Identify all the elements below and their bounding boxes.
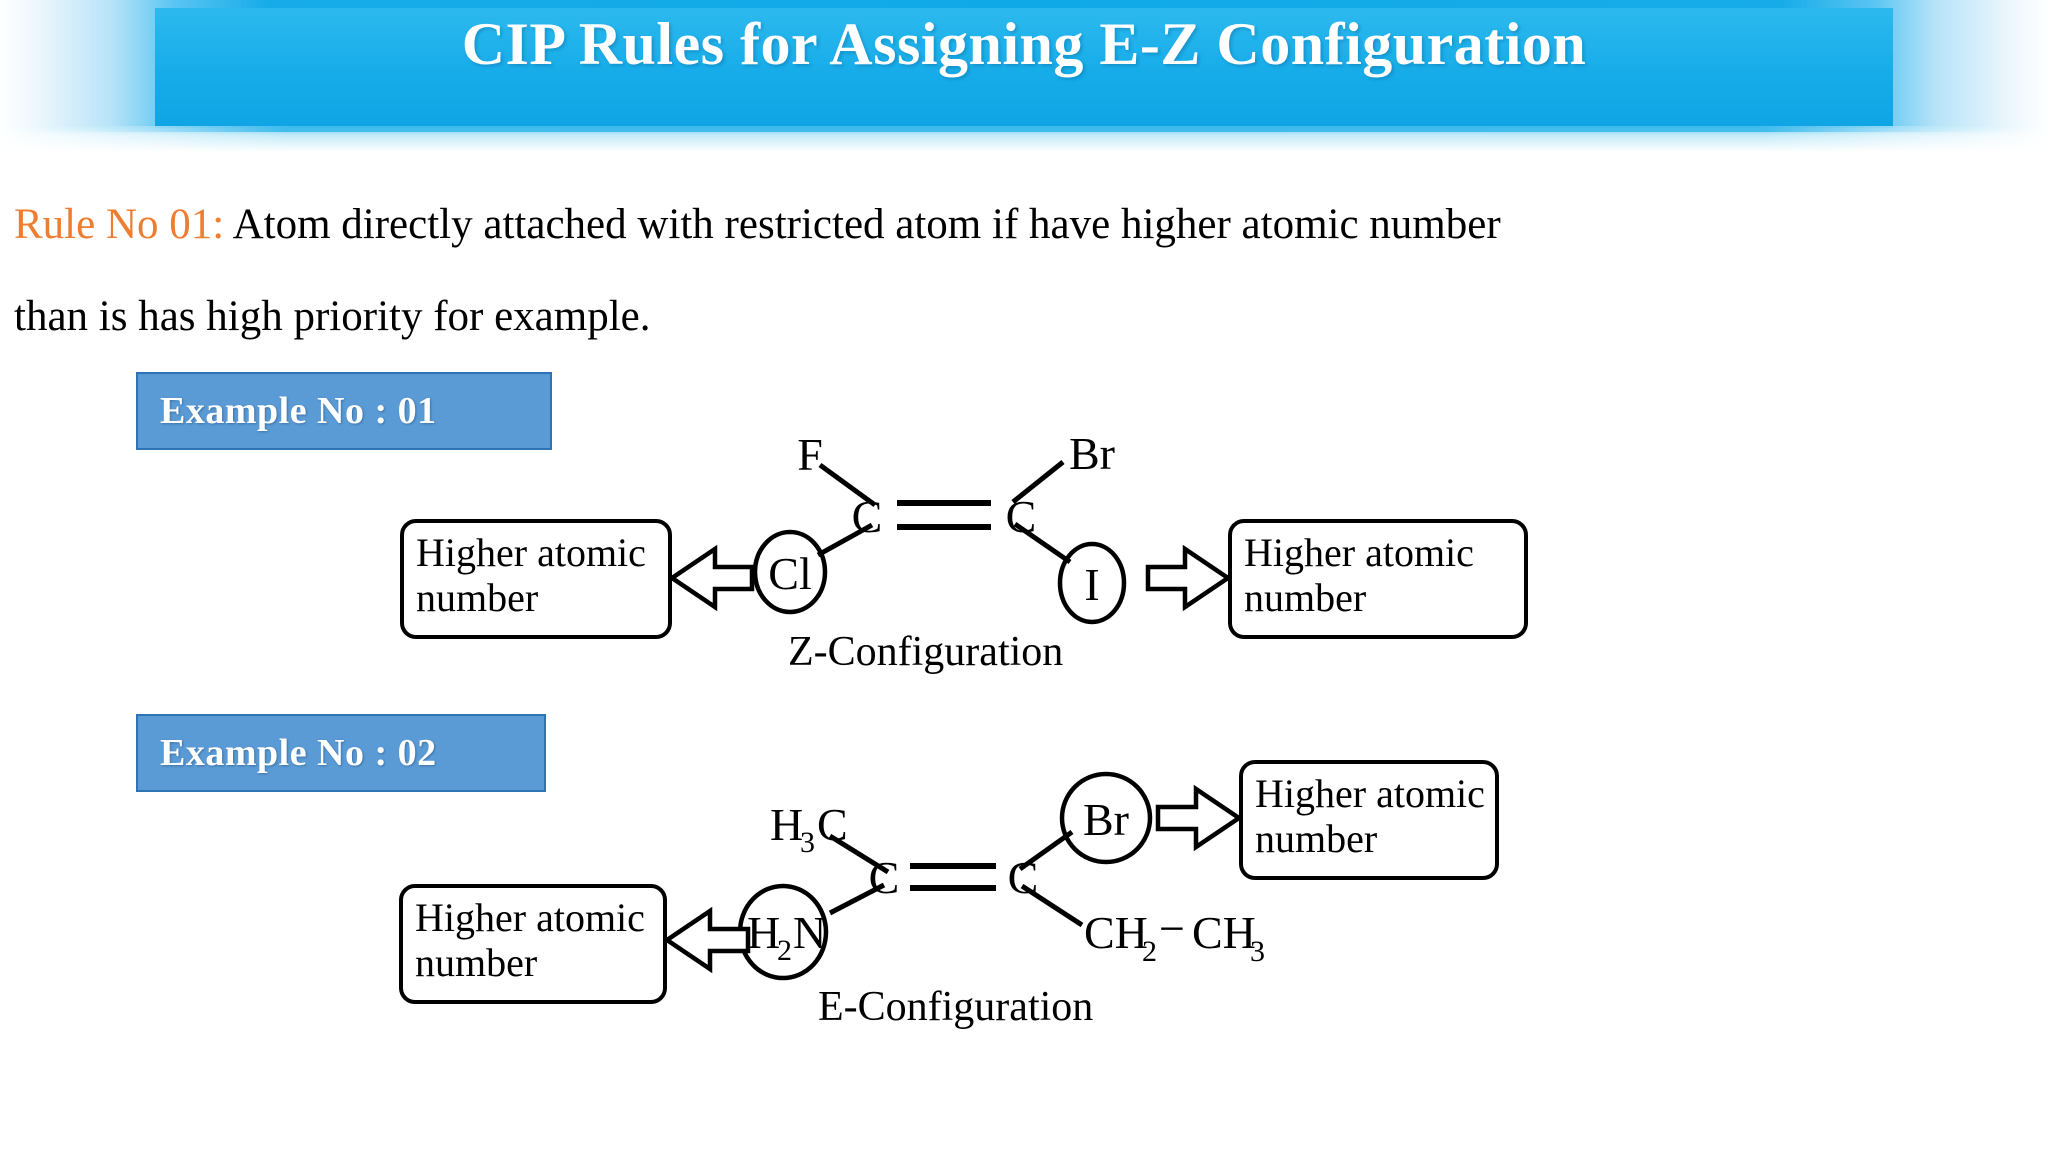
ring-around-bromine-2 bbox=[1059, 771, 1153, 865]
ethyl-ch3: CH bbox=[1192, 907, 1256, 958]
amino-n: N bbox=[793, 907, 826, 958]
amino-h: H bbox=[747, 907, 780, 958]
methyl-c: C bbox=[817, 799, 848, 850]
callout-box-example1-right: Higher atomic number bbox=[1228, 519, 1528, 639]
callout-line-1: Higher atomic bbox=[416, 530, 646, 575]
methyl-h: H bbox=[770, 799, 803, 850]
bond-methyl-to-carbon-left bbox=[828, 833, 890, 875]
bond-amino-to-carbon-left bbox=[828, 882, 886, 916]
title-banner-glow-mask bbox=[0, 126, 2048, 152]
callout-line-1: Higher atomic bbox=[1255, 771, 1485, 816]
block-arrow-right-example2 bbox=[1155, 784, 1244, 852]
atom-label-ethyl: CH 2 − CH 3 bbox=[1084, 903, 1265, 968]
bond-carbon-right-to-bromine bbox=[1018, 829, 1074, 872]
molecule-example-1: C C F Br Cl I Z-Configuration bbox=[667, 428, 1233, 675]
rule-number-label: Rule No 01: bbox=[14, 201, 225, 248]
example-badge-02[interactable]: Example No : 02 bbox=[136, 714, 546, 792]
block-arrow-right-example1 bbox=[1145, 544, 1233, 612]
bond-cl-to-carbon-left bbox=[816, 522, 874, 558]
configuration-label-e: E-Configuration bbox=[818, 984, 1093, 1030]
atom-label-chlorine: Cl bbox=[768, 548, 811, 599]
atom-label-iodine: I bbox=[1084, 559, 1099, 610]
callout-box-example2-right: Higher atomic number bbox=[1239, 760, 1499, 880]
ring-around-amino bbox=[737, 883, 829, 981]
callout-line-1: Higher atomic bbox=[1244, 530, 1474, 575]
callout-box-example1-left: Higher atomic number bbox=[400, 519, 672, 639]
atom-label-bromine-2: Br bbox=[1083, 794, 1129, 845]
ethyl-dash: − bbox=[1159, 903, 1185, 954]
amino-sub: 2 bbox=[777, 934, 792, 967]
rule-text-line-1: Rule No 01: Atom directly attached with … bbox=[14, 200, 1501, 249]
atom-label-amino: H 2 N bbox=[747, 907, 826, 967]
bond-f-to-carbon-left bbox=[818, 462, 877, 508]
ring-around-iodine bbox=[1057, 541, 1127, 625]
callout-box-example2-left: Higher atomic number bbox=[399, 884, 667, 1004]
callout-line-1: Higher atomic bbox=[415, 895, 645, 940]
molecule-example-2: C C H 3 C H 2 N Br CH 2 − CH 3 E-Configu… bbox=[662, 771, 1265, 1030]
atom-label-carbon-right: C bbox=[1006, 491, 1037, 542]
ring-around-chlorine bbox=[752, 529, 828, 615]
callout-line-2: number bbox=[1244, 574, 1367, 620]
example-badge-01[interactable]: Example No : 01 bbox=[136, 372, 552, 450]
atom-label-fluorine: F bbox=[797, 429, 823, 480]
atom-label-carbon-left: C bbox=[852, 491, 883, 542]
atom-label-carbon-left-2: C bbox=[869, 852, 900, 903]
atom-label-bromine: Br bbox=[1069, 428, 1115, 479]
ethyl-sub1: 2 bbox=[1142, 935, 1157, 968]
callout-line-2: number bbox=[415, 939, 538, 985]
rule-text-line-2: than is has high priority for example. bbox=[14, 293, 651, 340]
bond-carbon-right-to-ethyl bbox=[1020, 883, 1084, 928]
configuration-label-z: Z-Configuration bbox=[788, 629, 1063, 675]
callout-line-2: number bbox=[1255, 815, 1378, 861]
rule-text-body: Atom directly attached with restricted a… bbox=[224, 201, 1501, 248]
block-arrow-left-example1 bbox=[667, 544, 755, 612]
ethyl-ch2: CH bbox=[1084, 907, 1148, 958]
bond-carbon-right-to-i bbox=[1013, 521, 1072, 565]
title-banner-inner-panel bbox=[155, 8, 1893, 128]
page-title: CIP Rules for Assigning E-Z Configuratio… bbox=[461, 11, 1587, 77]
methyl-sub: 3 bbox=[800, 826, 815, 859]
title-banner: CIP Rules for Assigning E-Z Configuratio… bbox=[0, 0, 2048, 132]
callout-line-2: number bbox=[416, 574, 539, 620]
bond-carbon-right-to-br bbox=[1011, 460, 1065, 504]
block-arrow-left-example2 bbox=[662, 906, 751, 974]
atom-label-carbon-right-2: C bbox=[1008, 852, 1039, 903]
ethyl-sub2: 3 bbox=[1250, 935, 1265, 968]
atom-label-methyl: H 3 C bbox=[770, 799, 848, 859]
